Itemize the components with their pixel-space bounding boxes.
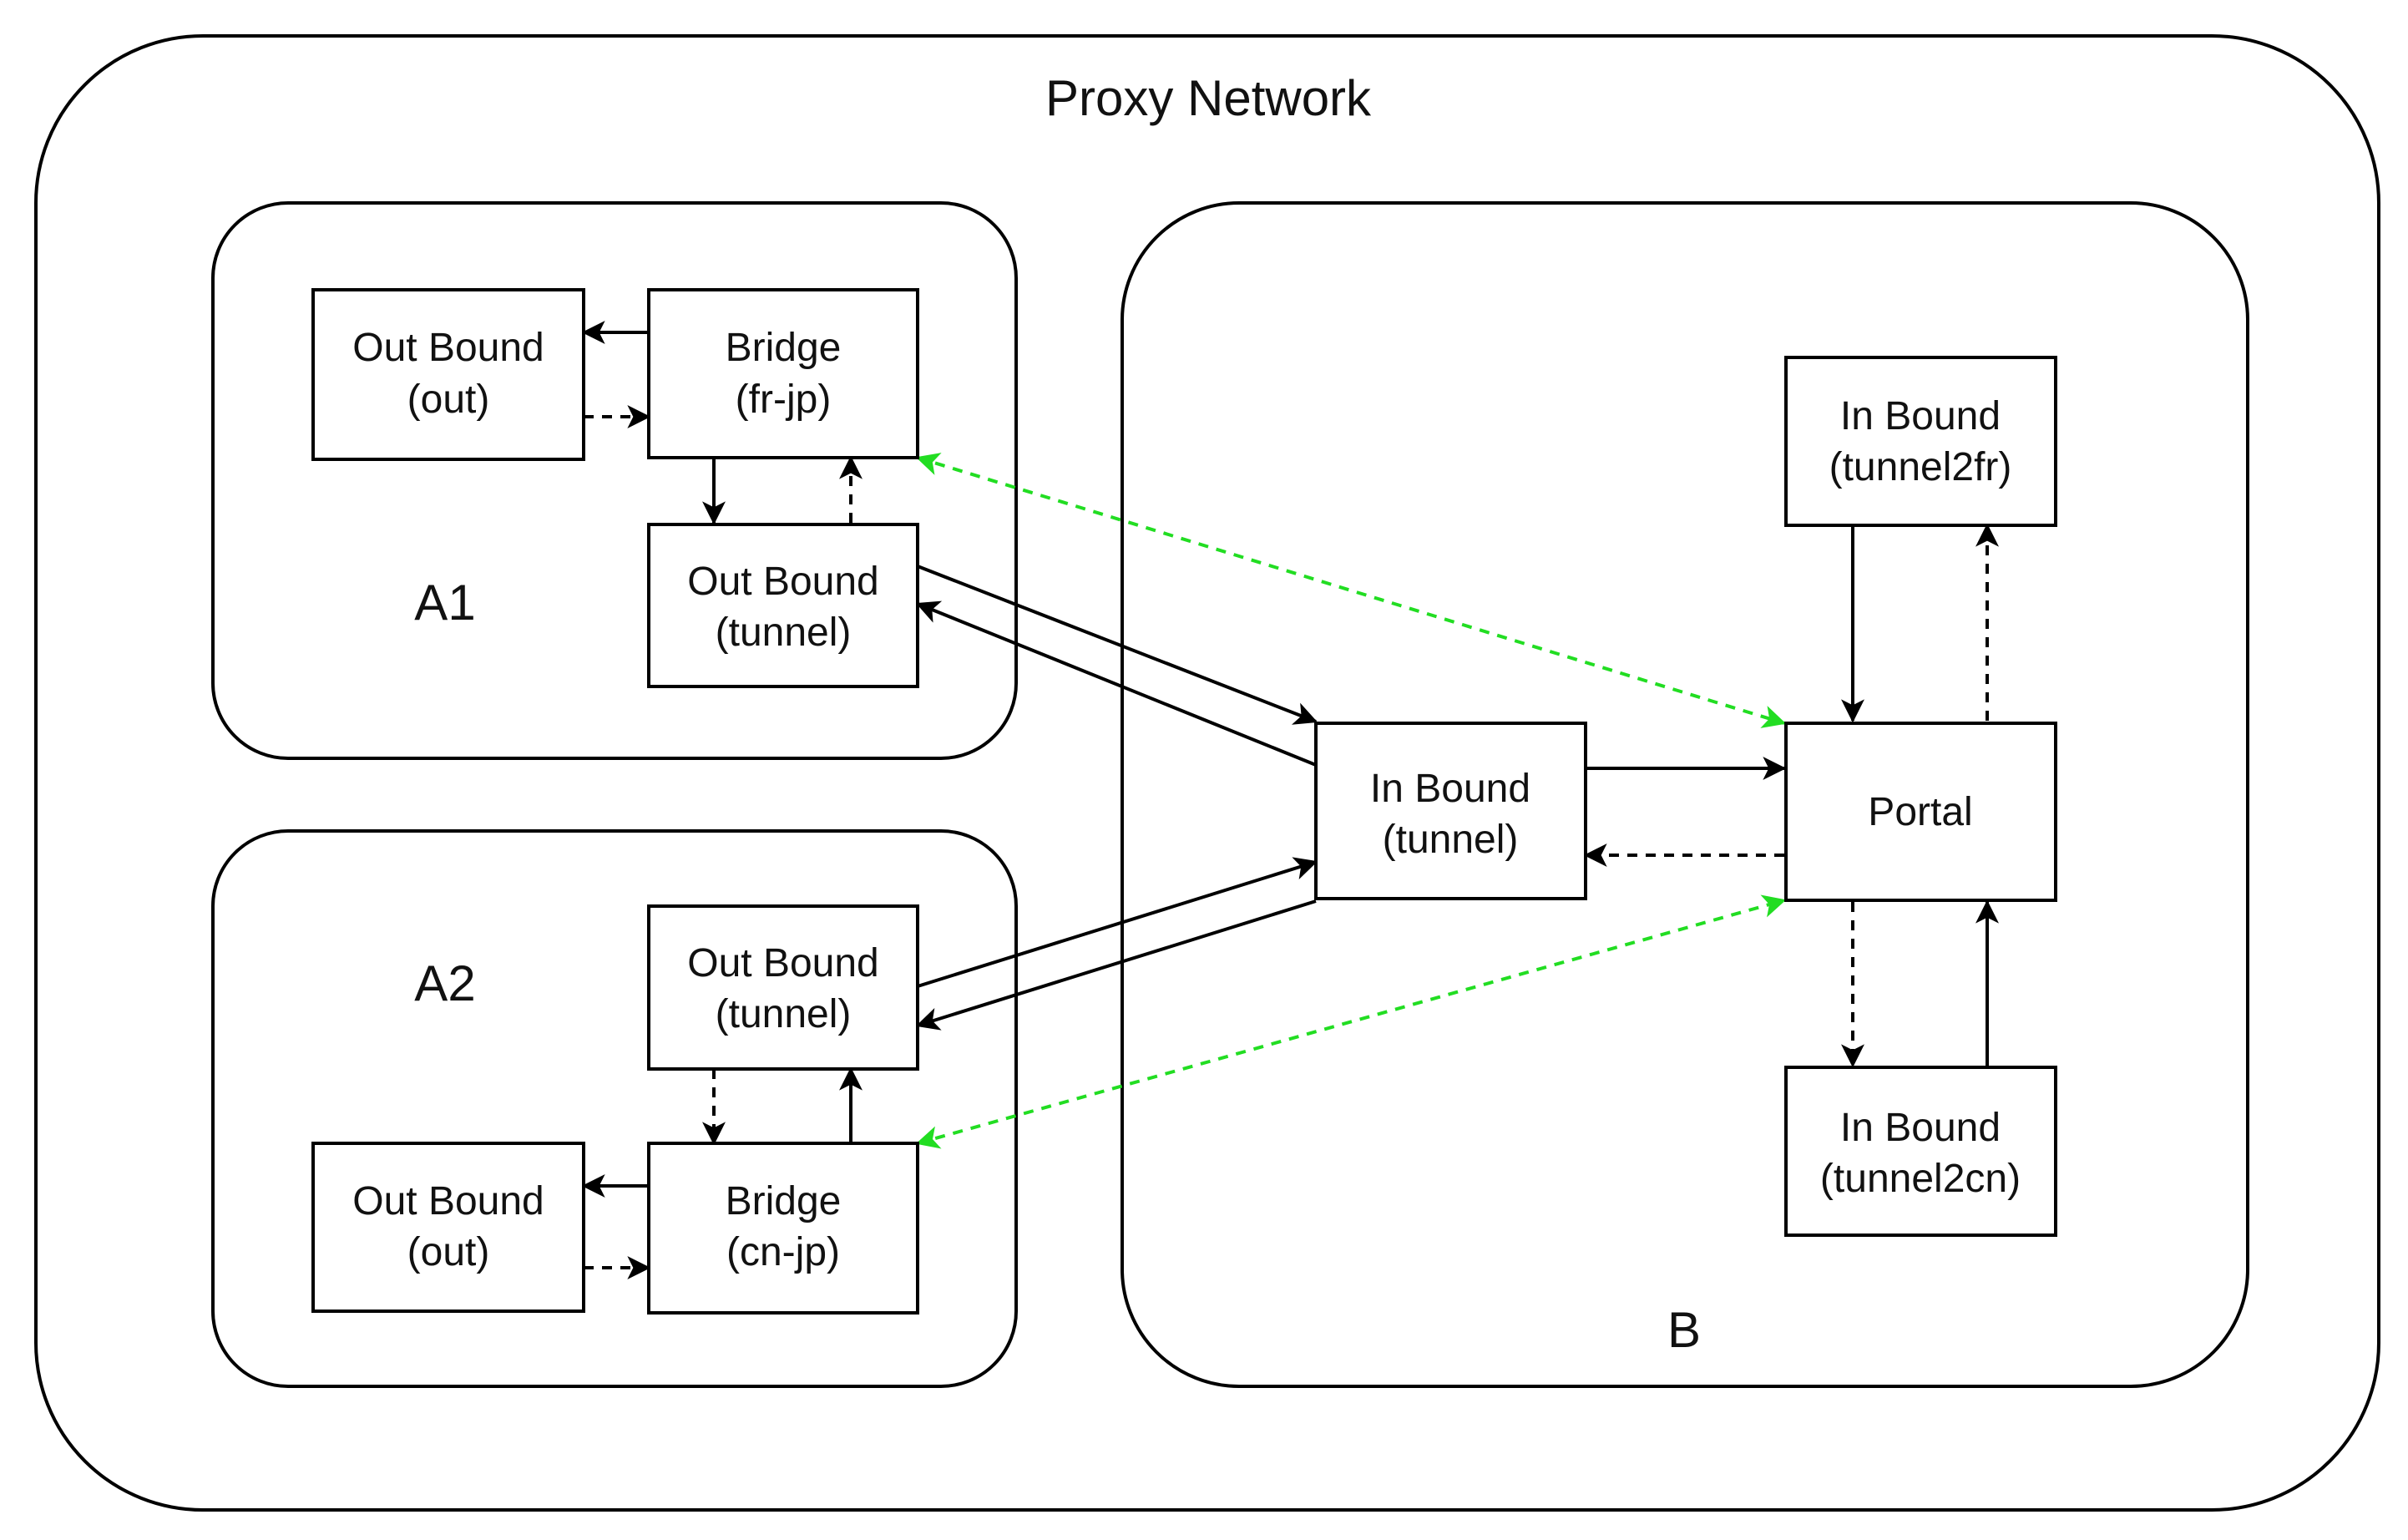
node-b-tunnel2cn: In Bound (tunnel2cn) xyxy=(1784,1066,2057,1237)
node-a2-bridge: Bridge (cn-jp) xyxy=(647,1142,919,1315)
node-b-portal-label: Portal xyxy=(1868,790,1972,834)
node-b-inbound-line2: (tunnel) xyxy=(1383,818,1519,862)
node-a1-bridge: Bridge (fr-jp) xyxy=(647,288,919,459)
node-b-tunnel2cn-line2: (tunnel2cn) xyxy=(1820,1157,2021,1201)
proxy-network-title: Proxy Network xyxy=(1045,70,1372,126)
link-a2-bridge-portal xyxy=(915,894,1787,1149)
node-a2-tunnel: Out Bound (tunnel) xyxy=(647,904,919,1071)
node-a1-out-line1: Out Bound xyxy=(352,326,544,370)
link-a1-bridge-portal xyxy=(915,453,1787,728)
group-b-label: B xyxy=(1667,1302,1701,1358)
node-a2-tunnel-line2: (tunnel) xyxy=(716,992,852,1036)
node-b-tunnel2fr: In Bound (tunnel2fr) xyxy=(1784,356,2057,527)
node-b-tunnel2fr-line1: In Bound xyxy=(1840,394,2001,438)
edges-green xyxy=(915,453,1787,1149)
node-a2-out: Out Bound (out) xyxy=(311,1142,585,1313)
node-b-inbound-line1: In Bound xyxy=(1370,767,1530,811)
group-a2-label: A2 xyxy=(414,955,475,1011)
node-a1-tunnel: Out Bound (tunnel) xyxy=(647,523,919,688)
node-a1-tunnel-line2: (tunnel) xyxy=(716,610,852,655)
group-a1-label: A1 xyxy=(414,575,475,631)
node-a2-tunnel-line1: Out Bound xyxy=(687,941,879,985)
node-a1-out-line2: (out) xyxy=(407,377,490,422)
node-a1-tunnel-line1: Out Bound xyxy=(687,560,879,604)
node-a2-out-line1: Out Bound xyxy=(352,1179,544,1223)
node-a2-bridge-line2: (cn-jp) xyxy=(726,1230,840,1274)
edges-dashed xyxy=(584,405,1999,1279)
node-b-inbound: In Bound (tunnel) xyxy=(1314,722,1587,900)
node-a2-out-line2: (out) xyxy=(407,1230,490,1274)
node-b-portal: Portal xyxy=(1784,722,2057,902)
node-b-tunnel2cn-line1: In Bound xyxy=(1840,1106,2001,1150)
node-a2-bridge-line1: Bridge xyxy=(726,1179,842,1223)
node-a1-out: Out Bound (out) xyxy=(311,288,585,461)
node-b-tunnel2fr-line2: (tunnel2fr) xyxy=(1829,445,2012,489)
node-a1-bridge-line2: (fr-jp) xyxy=(736,377,832,422)
group-b: B xyxy=(1121,201,2249,1388)
node-a1-bridge-line1: Bridge xyxy=(726,326,842,370)
